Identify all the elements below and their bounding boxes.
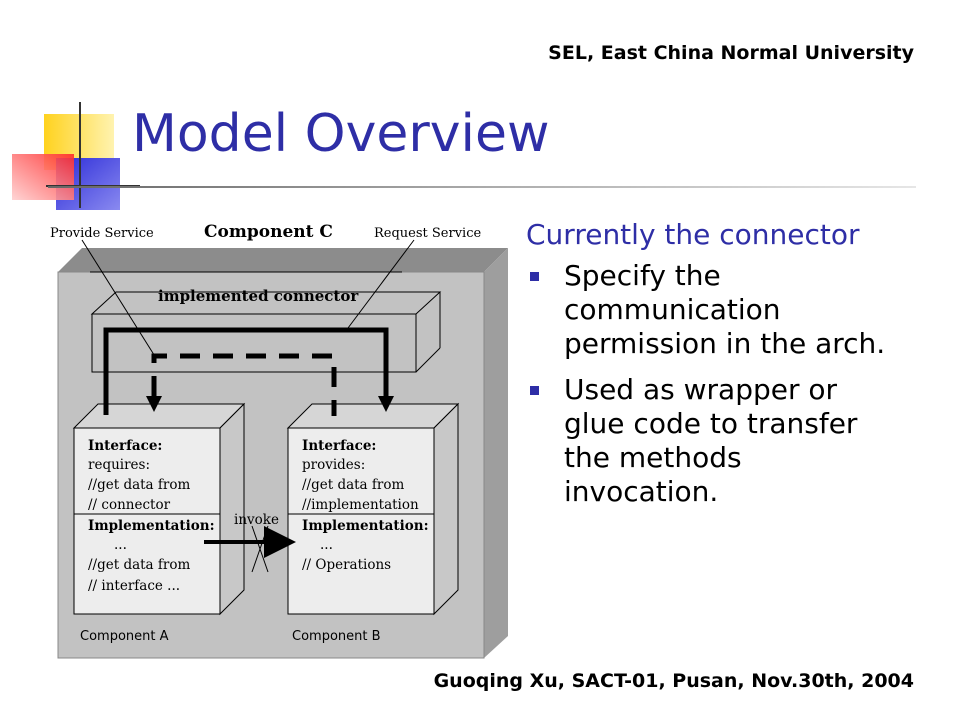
request-leader-line [347, 239, 415, 329]
component-connector-diagram: Provide Service Component C Request Serv… [50, 222, 508, 659]
provide-leader-line [81, 239, 157, 359]
red-square [12, 154, 74, 200]
component-a-line: requires: [88, 457, 150, 473]
connector-box-edge [415, 347, 441, 373]
component-b-top [286, 403, 460, 429]
bullet-line: glue code to transfer [564, 407, 858, 440]
solid-connector-path [103, 327, 389, 415]
bullet-list: Specify the communication permission in … [526, 259, 926, 509]
component-a-line: Implementation: [88, 518, 215, 534]
lead-text: Currently the connector [526, 218, 860, 251]
component-b-line: //implementation [302, 497, 419, 513]
component-c-side-face [484, 248, 508, 658]
dashed-connector-path [151, 353, 337, 416]
bullet-item: Specify the communication permission in … [526, 259, 926, 361]
implemented-connector-label: implemented connector [158, 287, 359, 305]
component-b-line: Interface: [302, 438, 376, 454]
corner-decoration [12, 102, 140, 210]
component-a-line: // connector [88, 497, 171, 513]
component-a-line: //get data from [88, 477, 190, 493]
bullet-line: permission in the arch. [564, 327, 886, 360]
component-b-line: // Operations [302, 557, 391, 573]
component-a-label: Component A [80, 629, 169, 644]
component-b-label: Component B [292, 629, 381, 644]
bullet-line: communication [564, 293, 781, 326]
request-service-label: Request Service [374, 226, 481, 241]
square-bullet-icon [530, 272, 539, 281]
component-a-line: ... [114, 537, 127, 553]
component-a-line: // interface ... [88, 578, 180, 594]
provide-arrowhead [146, 396, 162, 412]
component-b-front [287, 427, 435, 615]
component-a-side [219, 402, 245, 616]
slide-title: Model Overview [132, 104, 550, 164]
bullet-item: Used as wrapper or glue code to transfer… [526, 373, 926, 509]
citation-footer: Guoqing Xu, SACT-01, Pusan, Nov.30th, 20… [433, 670, 914, 692]
component-b-side [433, 402, 459, 616]
bullet-line: Used as wrapper or [564, 373, 838, 406]
component-a-line: //get data from [88, 557, 190, 573]
component-a-line: Interface: [88, 438, 162, 454]
square-bullet-icon [530, 386, 539, 395]
component-a-top [72, 403, 246, 429]
component-a-front [73, 427, 221, 615]
content-panel: Currently the connector Specify the comm… [526, 218, 926, 521]
component-b-line: Implementation: [302, 518, 429, 534]
bullet-line: invocation. [564, 475, 719, 508]
component-b-line: provides: [302, 457, 365, 473]
component-b-line: //get data from [302, 477, 404, 493]
connector-box-front [91, 313, 417, 373]
component-c-label: Component C [204, 222, 333, 242]
request-arrowhead [378, 396, 394, 412]
bullet-line: the methods [564, 441, 742, 474]
affiliation-header: SEL, East China Normal University [548, 42, 914, 64]
title-divider [48, 186, 916, 188]
provide-service-label: Provide Service [50, 226, 154, 241]
component-c-top-face [58, 248, 508, 272]
invoke-cross [251, 525, 269, 573]
bullet-line: Specify the [564, 259, 721, 292]
invoke-label: invoke [234, 512, 279, 528]
component-b-line: ... [320, 537, 333, 553]
